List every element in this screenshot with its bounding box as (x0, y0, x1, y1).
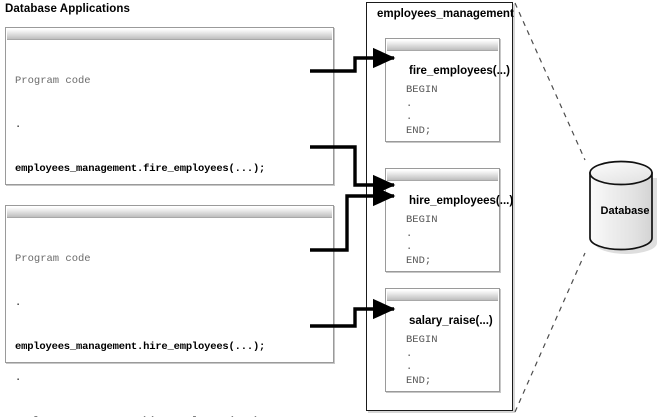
code-line: . (15, 118, 22, 131)
procedure-box-salary-raise: salary_raise(...) BEGIN . . END; (385, 288, 500, 392)
procedure-box-titlebar (387, 290, 498, 301)
cylinder-body (589, 172, 653, 251)
procedure-body: BEGIN . . END; (406, 334, 438, 387)
code-line: . (15, 296, 22, 309)
dashed-line-top (514, 2, 586, 161)
application-box-2-titlebar (7, 207, 332, 218)
application-box-2-body: Program code . employees_management.hire… (7, 218, 332, 361)
procedure-box-fire-employees: fire_employees(...) BEGIN . . END; (385, 38, 510, 142)
cylinder-top (589, 160, 653, 186)
code-line: Program code (15, 75, 91, 88)
dashed-line-bottom (514, 252, 586, 413)
procedure-box-titlebar (387, 170, 498, 181)
procedure-call-line: employees_management.hire_employees(...)… (15, 340, 266, 353)
procedure-name: hire_employees(...) (409, 195, 514, 207)
database-label: Database (600, 205, 650, 217)
application-box-1-body: Program code . employees_management.fire… (7, 40, 332, 417)
application-box-1: Program code . employees_management.fire… (5, 27, 334, 417)
procedure-box-body: salary_raise(...) BEGIN . . END; (387, 301, 498, 390)
code-line: . (15, 372, 22, 385)
application-box-1-titlebar (7, 29, 332, 40)
procedure-call-line: employees_management.hire_employees(...)… (15, 415, 330, 417)
procedure-box-body: fire_employees(...) BEGIN . . END; (387, 51, 510, 140)
page-title: Database Applications (5, 3, 131, 15)
procedure-box-hire-employees: hire_employees(...) BEGIN . . END; (385, 168, 513, 272)
procedure-call-line: employees_management.fire_employees(...)… (15, 162, 266, 175)
database-cylinder (589, 160, 657, 254)
procedure-box-titlebar (387, 40, 498, 51)
procedure-box-body: hire_employees(...) BEGIN . . END; (387, 181, 513, 270)
procedure-name: fire_employees(...) (409, 65, 510, 77)
code-line: Program code (15, 253, 91, 266)
procedure-body: BEGIN . . END; (406, 214, 438, 267)
procedure-name: salary_raise(...) (409, 315, 493, 327)
procedure-body: BEGIN . . END; (406, 84, 438, 137)
code-spacer (15, 384, 330, 389)
code-listing-2: Program code . employees_management.hire… (15, 223, 330, 417)
application-box-2: Program code . employees_management.hire… (5, 205, 334, 363)
package-title: employees_management (377, 8, 514, 20)
